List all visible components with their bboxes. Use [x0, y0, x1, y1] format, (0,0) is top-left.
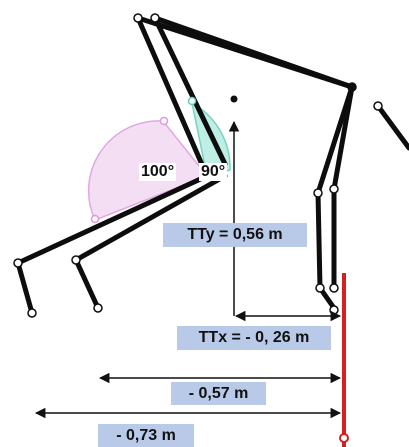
right-leg-upper-a — [315, 84, 355, 196]
joint-marker — [187, 96, 197, 106]
right-leg-lower-a — [315, 190, 323, 291]
tty-label: TTy = 0,56 m — [163, 223, 307, 247]
joints — [13, 13, 383, 318]
joint — [347, 82, 357, 92]
joint-marker — [90, 214, 100, 224]
left-foot-b — [73, 257, 101, 311]
right-thigh — [152, 15, 228, 167]
limbs — [15, 15, 409, 316]
joint — [71, 255, 81, 265]
reference-line-end — [339, 433, 349, 443]
angle-label-90: 90° — [199, 163, 228, 181]
dim2-label: - 0,73 m — [98, 424, 194, 447]
joint — [329, 283, 339, 293]
left-shin-b — [73, 173, 228, 263]
center-point — [230, 95, 238, 103]
arm-segment — [375, 103, 409, 151]
joint — [373, 101, 383, 111]
joint — [13, 258, 23, 268]
joint — [329, 184, 339, 194]
joint — [133, 13, 143, 23]
joint — [93, 303, 103, 313]
dim1-label: - 0,57 m — [171, 382, 266, 405]
joint — [313, 188, 323, 198]
left-foot-a — [15, 260, 35, 316]
joint — [315, 283, 325, 293]
left-shin-a — [15, 173, 210, 266]
angle-label-100: 100° — [139, 163, 177, 181]
joint — [27, 308, 37, 318]
ttx-label: TTx = - 0, 26 m — [177, 326, 331, 350]
right-leg-upper-b — [331, 84, 355, 192]
joint — [150, 13, 160, 23]
joint — [329, 305, 339, 315]
upper-bar-2 — [152, 15, 355, 90]
joint-marker — [159, 116, 169, 126]
left-thigh — [135, 15, 210, 179]
